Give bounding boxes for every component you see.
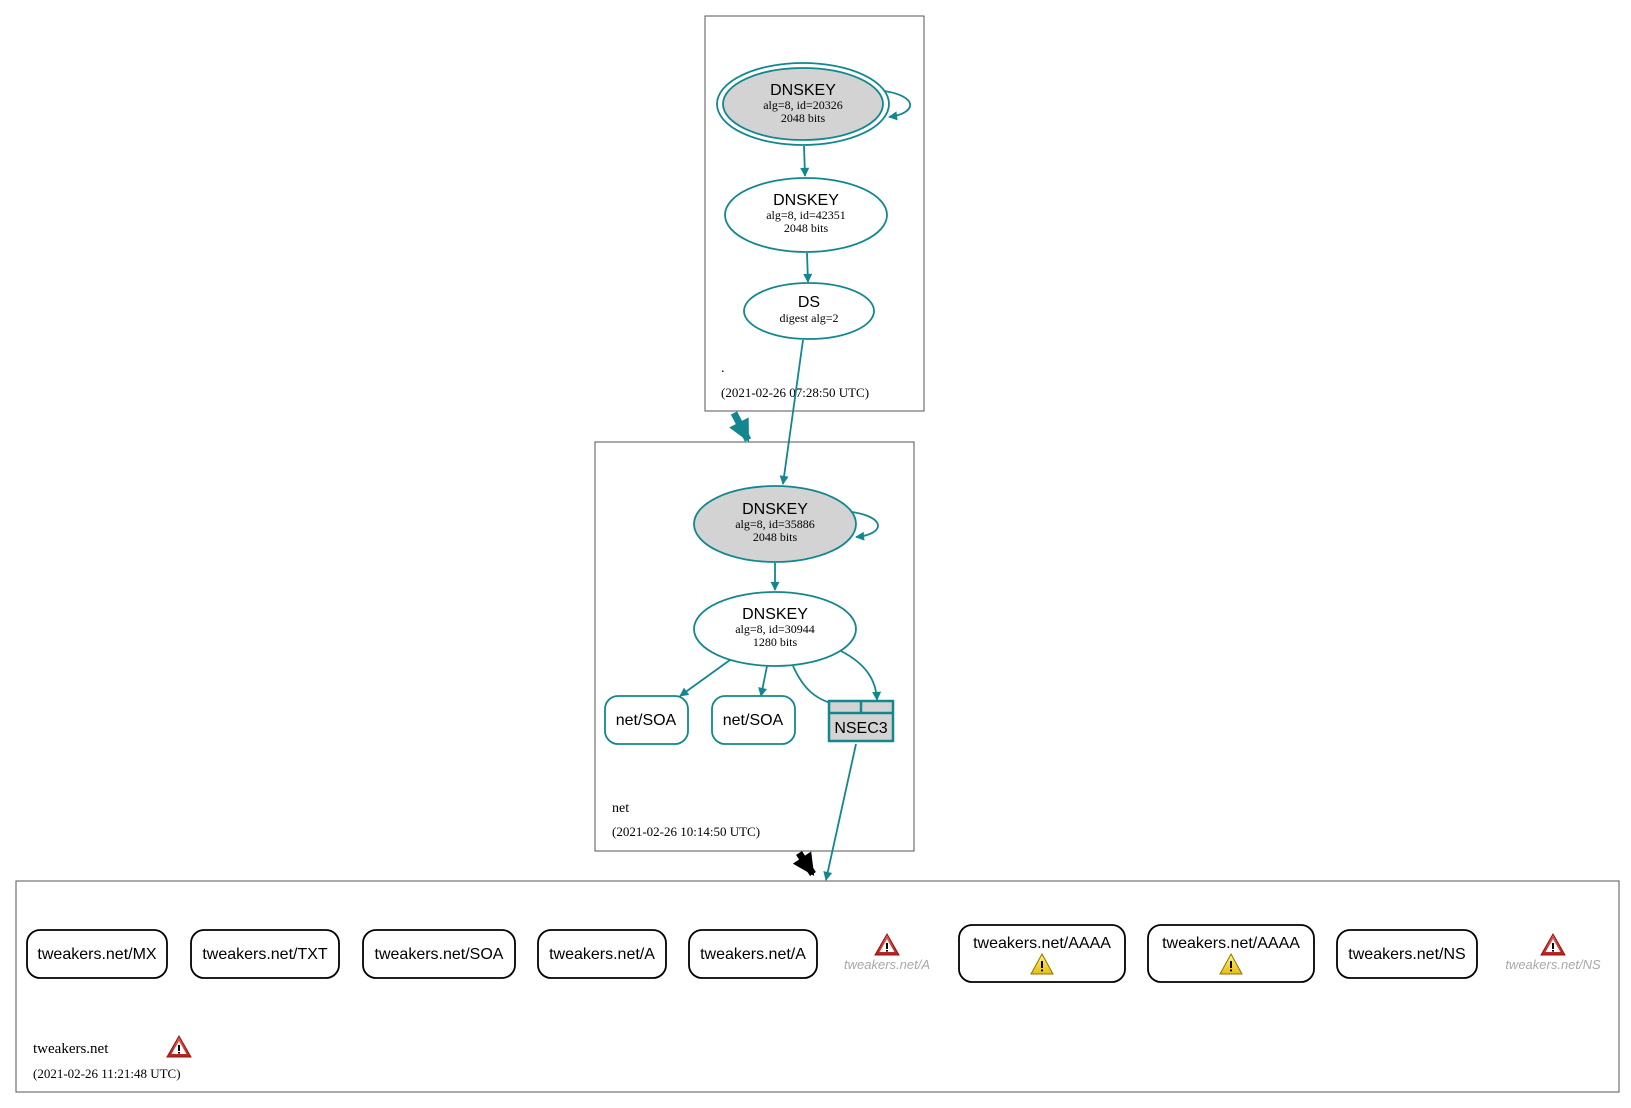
warning-icon xyxy=(1030,952,1054,975)
net-soa-node-1[interactable]: net/SOA xyxy=(604,695,689,745)
root-ds-digest: digest alg=2 xyxy=(779,311,838,325)
root-ksk-alg: alg=8, id=20326 xyxy=(763,98,843,112)
rrset-node[interactable]: tweakers.net/A xyxy=(688,929,818,979)
net-zone-timestamp: (2021-02-26 10:14:50 UTC) xyxy=(612,824,760,839)
net-zone-cluster: net (2021-02-26 10:14:50 UTC) xyxy=(594,441,915,852)
rrset-node[interactable]: tweakers.net/SOA xyxy=(362,929,516,979)
rrset-label: tweakers.net/AAAA xyxy=(1162,935,1300,952)
net-soa-node-2[interactable]: net/SOA xyxy=(711,695,796,745)
net-to-tweakers-delegation-edge xyxy=(792,851,816,876)
net-nsec3-label: NSEC3 xyxy=(834,720,887,737)
net-soa-label-1: net/SOA xyxy=(616,712,677,729)
error-icon xyxy=(874,932,900,956)
rrset-label: tweakers.net/MX xyxy=(37,946,156,963)
root-zsk-bits: 2048 bits xyxy=(784,221,829,235)
root-zsk-to-ds-edge xyxy=(803,252,813,283)
net-ksk-self-sign-edge xyxy=(851,511,879,541)
root-zone-box xyxy=(704,15,925,412)
net-soa-label-2: net/SOA xyxy=(723,712,784,729)
net-zsk-to-soa1-edge xyxy=(679,659,731,697)
root-ds-to-net-ksk-edge xyxy=(779,339,804,485)
rrset-label: tweakers.net/A xyxy=(844,957,930,972)
rrset-node[interactable]: tweakers.net/NS xyxy=(1336,929,1478,979)
root-ksk-node[interactable]: DNSKEY alg=8, id=20326 2048 bits xyxy=(716,62,890,146)
rrset-label: tweakers.net/A xyxy=(700,946,806,963)
rrset-node[interactable]: tweakers.net/MX xyxy=(26,929,168,979)
net-nsec3-to-tweakers-edge xyxy=(823,743,857,881)
net-zone-box xyxy=(594,441,915,852)
net-ksk-alg: alg=8, id=35886 xyxy=(735,517,815,531)
root-to-net-delegation-edge xyxy=(729,411,752,442)
rrset-node[interactable]: tweakers.net/A xyxy=(537,929,667,979)
rrset-label: tweakers.net/NS xyxy=(1505,957,1601,972)
root-zsk-alg: alg=8, id=42351 xyxy=(766,208,846,222)
root-zsk-title: DNSKEY xyxy=(773,192,839,209)
rrset-node[interactable]: tweakers.net/TXT xyxy=(190,929,340,979)
rrset-label: tweakers.net/TXT xyxy=(202,946,328,963)
tweakers-zone-error-icon xyxy=(166,1034,192,1058)
root-zone-name: . xyxy=(721,361,725,376)
rrset-label: tweakers.net/A xyxy=(549,946,655,963)
net-zone-name: net xyxy=(612,801,629,816)
rrset-label: tweakers.net/AAAA xyxy=(973,935,1111,952)
rrset-node[interactable]: tweakers.net/AAAA xyxy=(958,924,1126,983)
root-ksk-title: DNSKEY xyxy=(770,82,836,99)
net-zsk-to-nsec3-edge-b xyxy=(840,650,882,701)
root-ds-title: DS xyxy=(798,294,820,311)
root-ksk-self-sign-edge xyxy=(883,90,911,121)
root-zsk-node[interactable]: DNSKEY alg=8, id=42351 2048 bits xyxy=(724,177,888,253)
tweakers-zone-name: tweakers.net xyxy=(33,1041,109,1057)
warning-icon xyxy=(1219,952,1243,975)
net-zsk-bits: 1280 bits xyxy=(753,635,798,649)
rrset-label: tweakers.net/NS xyxy=(1348,946,1465,963)
rrset-node-missing[interactable]: tweakers.net/A xyxy=(844,932,930,972)
tweakers-zone-cluster: tweakers.net (2021-02-26 11:21:48 UTC) xyxy=(15,880,1620,1093)
net-ksk-bits: 2048 bits xyxy=(753,530,798,544)
rrset-node[interactable]: tweakers.net/AAAA xyxy=(1147,924,1315,983)
net-ksk-node[interactable]: DNSKEY alg=8, id=35886 2048 bits xyxy=(693,485,857,563)
net-zsk-to-soa2-edge xyxy=(758,665,768,697)
net-zsk-node[interactable]: DNSKEY alg=8, id=30944 1280 bits xyxy=(693,591,857,667)
tweakers-zone-timestamp: (2021-02-26 11:21:48 UTC) xyxy=(33,1066,181,1081)
error-icon xyxy=(1540,932,1566,956)
tweakers-zone-box xyxy=(15,880,1620,1093)
net-nsec3-node[interactable]: NSEC3 xyxy=(827,699,895,743)
net-zsk-alg: alg=8, id=30944 xyxy=(735,622,815,636)
net-ksk-title: DNSKEY xyxy=(742,501,808,518)
root-ksk-to-zsk-edge xyxy=(800,145,810,177)
root-ds-node[interactable]: DS digest alg=2 xyxy=(743,282,875,340)
rrset-node-missing[interactable]: tweakers.net/NS xyxy=(1505,932,1601,972)
net-zsk-title: DNSKEY xyxy=(742,606,808,623)
root-ksk-bits: 2048 bits xyxy=(781,111,826,125)
rrset-label: tweakers.net/SOA xyxy=(375,946,504,963)
